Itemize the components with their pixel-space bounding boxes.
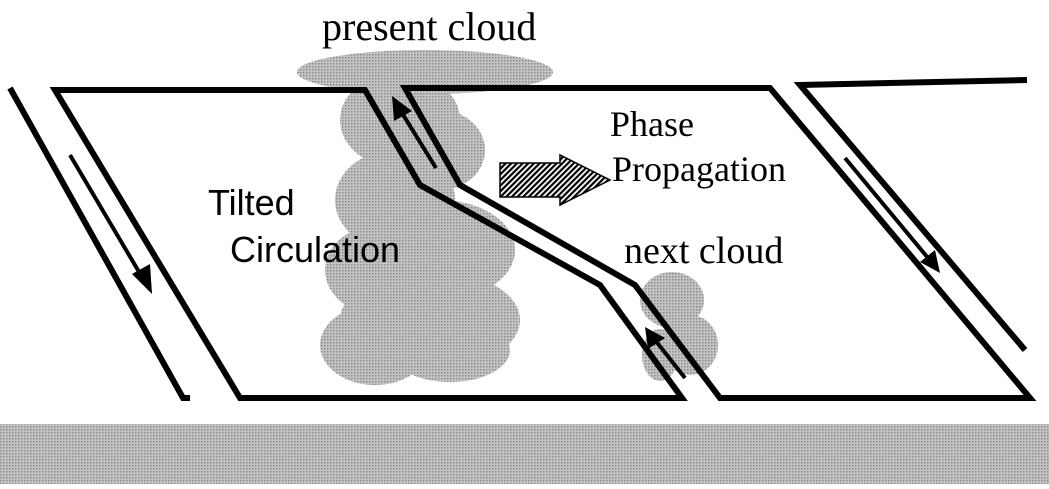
present-cloud-label: present cloud [322,4,536,49]
ground-strip [0,424,1049,484]
right-circulation-cell [399,85,1037,401]
tilted-label: Tilted [208,182,295,223]
far-right-partial-cell [793,77,1028,352]
next-cloud [640,272,718,381]
circulation-label: Circulation [230,229,400,270]
propagation-label: Propagation [612,149,786,189]
updraft-arrow-present-cloud [392,96,438,170]
left-circulation-cell [49,87,688,401]
far-left-partial-cell [7,86,190,401]
phase-label: Phase [610,104,694,144]
next-cloud-label: next cloud [624,230,783,272]
downflow-arrow-right [843,156,940,273]
phase-propagation-arrow [499,153,612,207]
updraft-arrow-next-cloud [645,327,687,380]
downflow-arrow-left [68,153,152,294]
